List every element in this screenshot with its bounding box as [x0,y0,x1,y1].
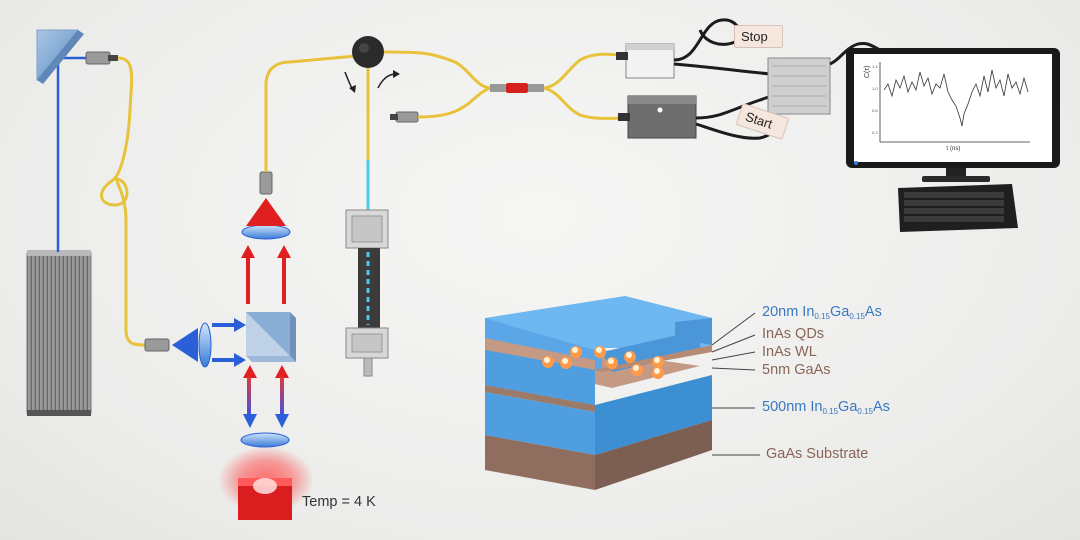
stop-label: Stop [734,25,783,48]
detector-stop [616,43,675,79]
layer-label-bottom-ingaas: 500nm In0.15Ga0.15As [762,399,890,416]
beam-splitter [246,312,296,362]
layer-label-top-ingaas: 20nm In0.15Ga0.15As [762,304,882,321]
svg-text:0.6: 0.6 [872,108,878,113]
layer-label-inas-wl: InAs WL [762,344,817,360]
cryostat-sample [218,446,314,520]
coupling-prism [36,29,84,84]
laser-source [26,250,92,416]
fiber-coupler-input [85,51,118,65]
computer-monitor [846,48,1060,182]
fiber-input-connector [390,111,419,123]
svg-text:1.0: 1.0 [872,86,878,91]
quantum-dots [542,346,664,379]
monitor-y-axis-label: C(τ) [864,65,871,78]
excitation-fiber [100,56,146,347]
svg-text:0.2: 0.2 [872,130,878,135]
keyboard [898,184,1018,232]
excitation-arrows [212,318,246,367]
svg-text:1.4: 1.4 [872,64,878,69]
layer-label-gaas-cap: 5nm GaAs [762,362,831,378]
fiber-circulator [344,36,400,93]
objective-lens [240,432,290,448]
temperature-label: Temp = 4 K [302,494,376,510]
quantum-dot-sample-structure [485,296,712,490]
collimating-lens-excitation [198,322,212,368]
collection-cone [246,198,286,226]
label-leader-lines [711,312,760,456]
bidirectional-arrows [243,365,289,428]
fiber-mount [345,209,389,377]
layer-label-inas-qds: InAs QDs [762,326,825,342]
fiber-coupler-excitation [144,328,198,362]
layer-label-substrate: GaAs Substrate [766,446,869,462]
fiber-beam-splitter [490,83,544,93]
correlation-plot: 1.4 1.0 0.6 0.2 [872,62,1030,143]
collection-lens [241,224,291,240]
monitor-x-axis-label: τ (ns) [946,146,961,152]
detector-start [618,95,697,139]
correlation-electronics [767,57,831,115]
collection-arrows [241,245,291,304]
collection-fiber [264,54,357,172]
